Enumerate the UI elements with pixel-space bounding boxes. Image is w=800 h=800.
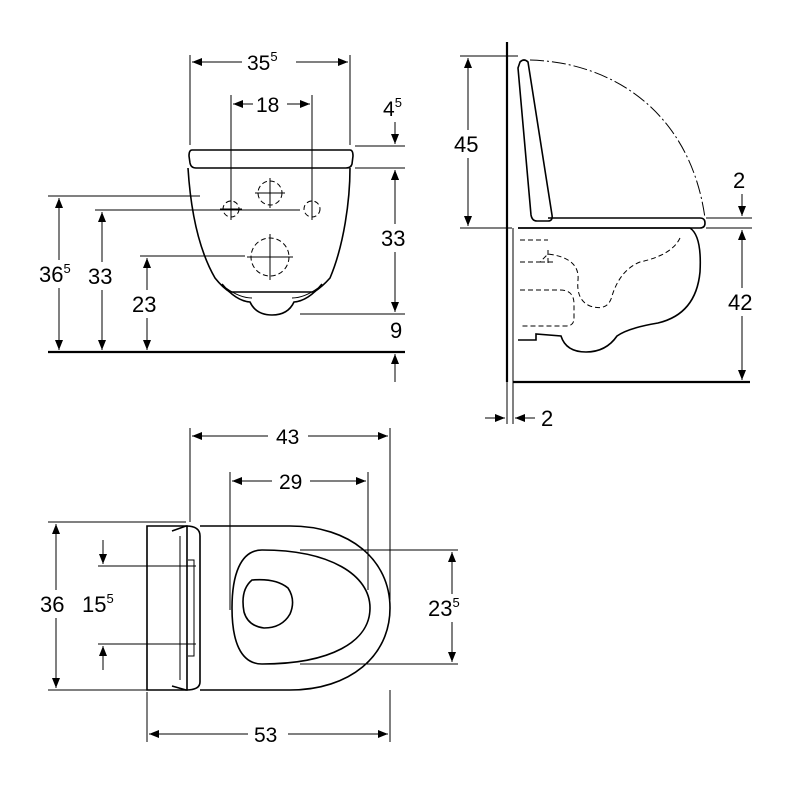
top-outer-width-label: 43 — [276, 426, 299, 449]
front-width-label: 355 — [247, 49, 278, 75]
side-wall-gap-label: 2 — [541, 406, 553, 431]
top-opening-width-label: 235 — [428, 595, 460, 621]
front-upper-holes-height-label: 33 — [88, 264, 112, 289]
side-lid — [517, 59, 553, 222]
top-back-plate — [146, 525, 188, 691]
front-outlet — [221, 283, 323, 316]
top-inner-width-label: 29 — [279, 471, 302, 494]
side-view: 45 2 42 2 — [452, 42, 758, 431]
top-length-label: 53 — [254, 724, 277, 747]
front-bowl-height-label: 33 — [381, 226, 405, 251]
top-seat-inner — [231, 549, 371, 665]
top-fixing-spacing-label: 155 — [82, 591, 114, 617]
side-rim-height-label: 42 — [728, 290, 752, 315]
front-seat-thickness-label: 45 — [383, 95, 402, 121]
top-hinge — [171, 525, 201, 691]
side-lid-swing-arc — [529, 59, 706, 219]
side-trap — [520, 237, 681, 309]
top-view: 43 29 36 155 235 53 — [38, 422, 476, 747]
front-lower-hole-height-label: 23 — [132, 292, 156, 317]
front-seat — [188, 149, 354, 169]
side-lid-height-label: 45 — [454, 132, 478, 157]
top-seat-outer — [200, 525, 391, 691]
top-depth-label: 36 — [40, 592, 64, 617]
front-total-height-label: 365 — [39, 261, 71, 287]
front-hole-spacing-label: 18 — [256, 94, 279, 117]
front-bottom-gap-label: 9 — [390, 318, 402, 343]
front-bowl-body — [187, 167, 351, 293]
top-drain — [242, 578, 294, 629]
side-bowl — [518, 227, 702, 353]
side-seat — [518, 217, 706, 229]
side-seat-gap-label: 2 — [733, 168, 745, 193]
front-view: 355 18 45 33 9 365 33 23 — [38, 48, 412, 382]
